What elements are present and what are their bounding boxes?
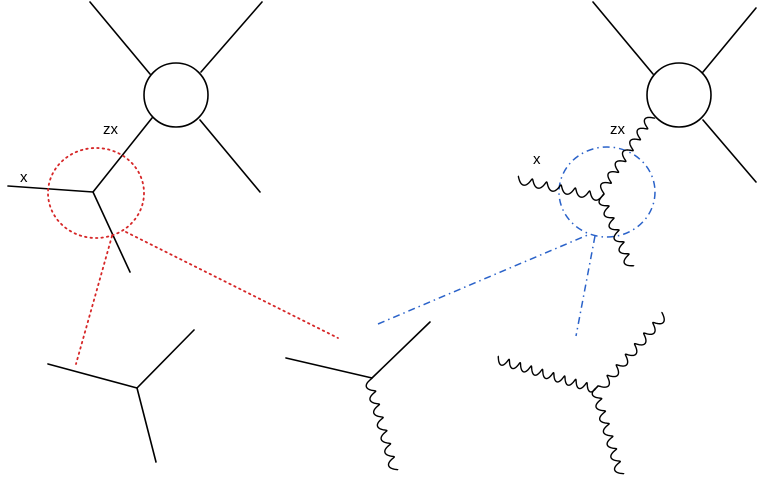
- right-label-x: x: [533, 151, 541, 168]
- blue-connector-left: [377, 233, 591, 325]
- qg-vertex-left-leg: [285, 357, 373, 379]
- three-gluon-upper-leg: [597, 311, 665, 388]
- left-line-zx: [92, 117, 153, 193]
- three-gluon-lower-leg: [591, 385, 625, 475]
- right-blob-leg-upper-right: [702, 7, 757, 73]
- qg-vertex-gluon: [365, 377, 399, 471]
- right-gluon-x: [517, 175, 605, 201]
- right-blob-leg-upper-left: [592, 1, 654, 75]
- three-gluon-left-leg: [497, 355, 599, 393]
- quark-gluon-vertex: [285, 321, 431, 471]
- left-label-zx: zx: [103, 121, 119, 138]
- red-dotted-connector-right: [125, 231, 339, 339]
- red-highlight: [47, 147, 339, 365]
- left-blob: [143, 62, 209, 128]
- left-label-x: x: [20, 169, 28, 186]
- blue-highlight: [377, 146, 656, 337]
- right-blob-leg-lower-right: [702, 119, 757, 183]
- red-dotted-connector-down: [75, 235, 113, 365]
- blue-dashdot-circle: [558, 146, 656, 238]
- quark-vertex: [47, 329, 195, 463]
- right-gluon-out: [598, 193, 635, 267]
- quark-vertex-lower-leg: [136, 387, 157, 463]
- right-top-diagram: zx x: [517, 1, 757, 267]
- three-gluon-vertex: [497, 311, 665, 475]
- left-line-x: [7, 185, 94, 193]
- left-blob-leg-upper-left: [89, 1, 151, 75]
- qg-vertex-upper-leg: [371, 321, 431, 379]
- blue-connector-down: [575, 235, 596, 337]
- quark-vertex-left-leg: [47, 363, 138, 389]
- left-blob-leg-upper-right: [200, 1, 263, 73]
- left-line-out: [92, 191, 131, 273]
- right-gluon-zx: [599, 116, 656, 195]
- red-dotted-circle: [47, 147, 145, 239]
- right-label-zx: zx: [610, 121, 626, 138]
- left-top-diagram: zx x: [7, 1, 263, 273]
- quark-vertex-upper-leg: [136, 329, 195, 389]
- left-blob-leg-lower-right: [199, 119, 261, 193]
- right-blob: [646, 62, 712, 128]
